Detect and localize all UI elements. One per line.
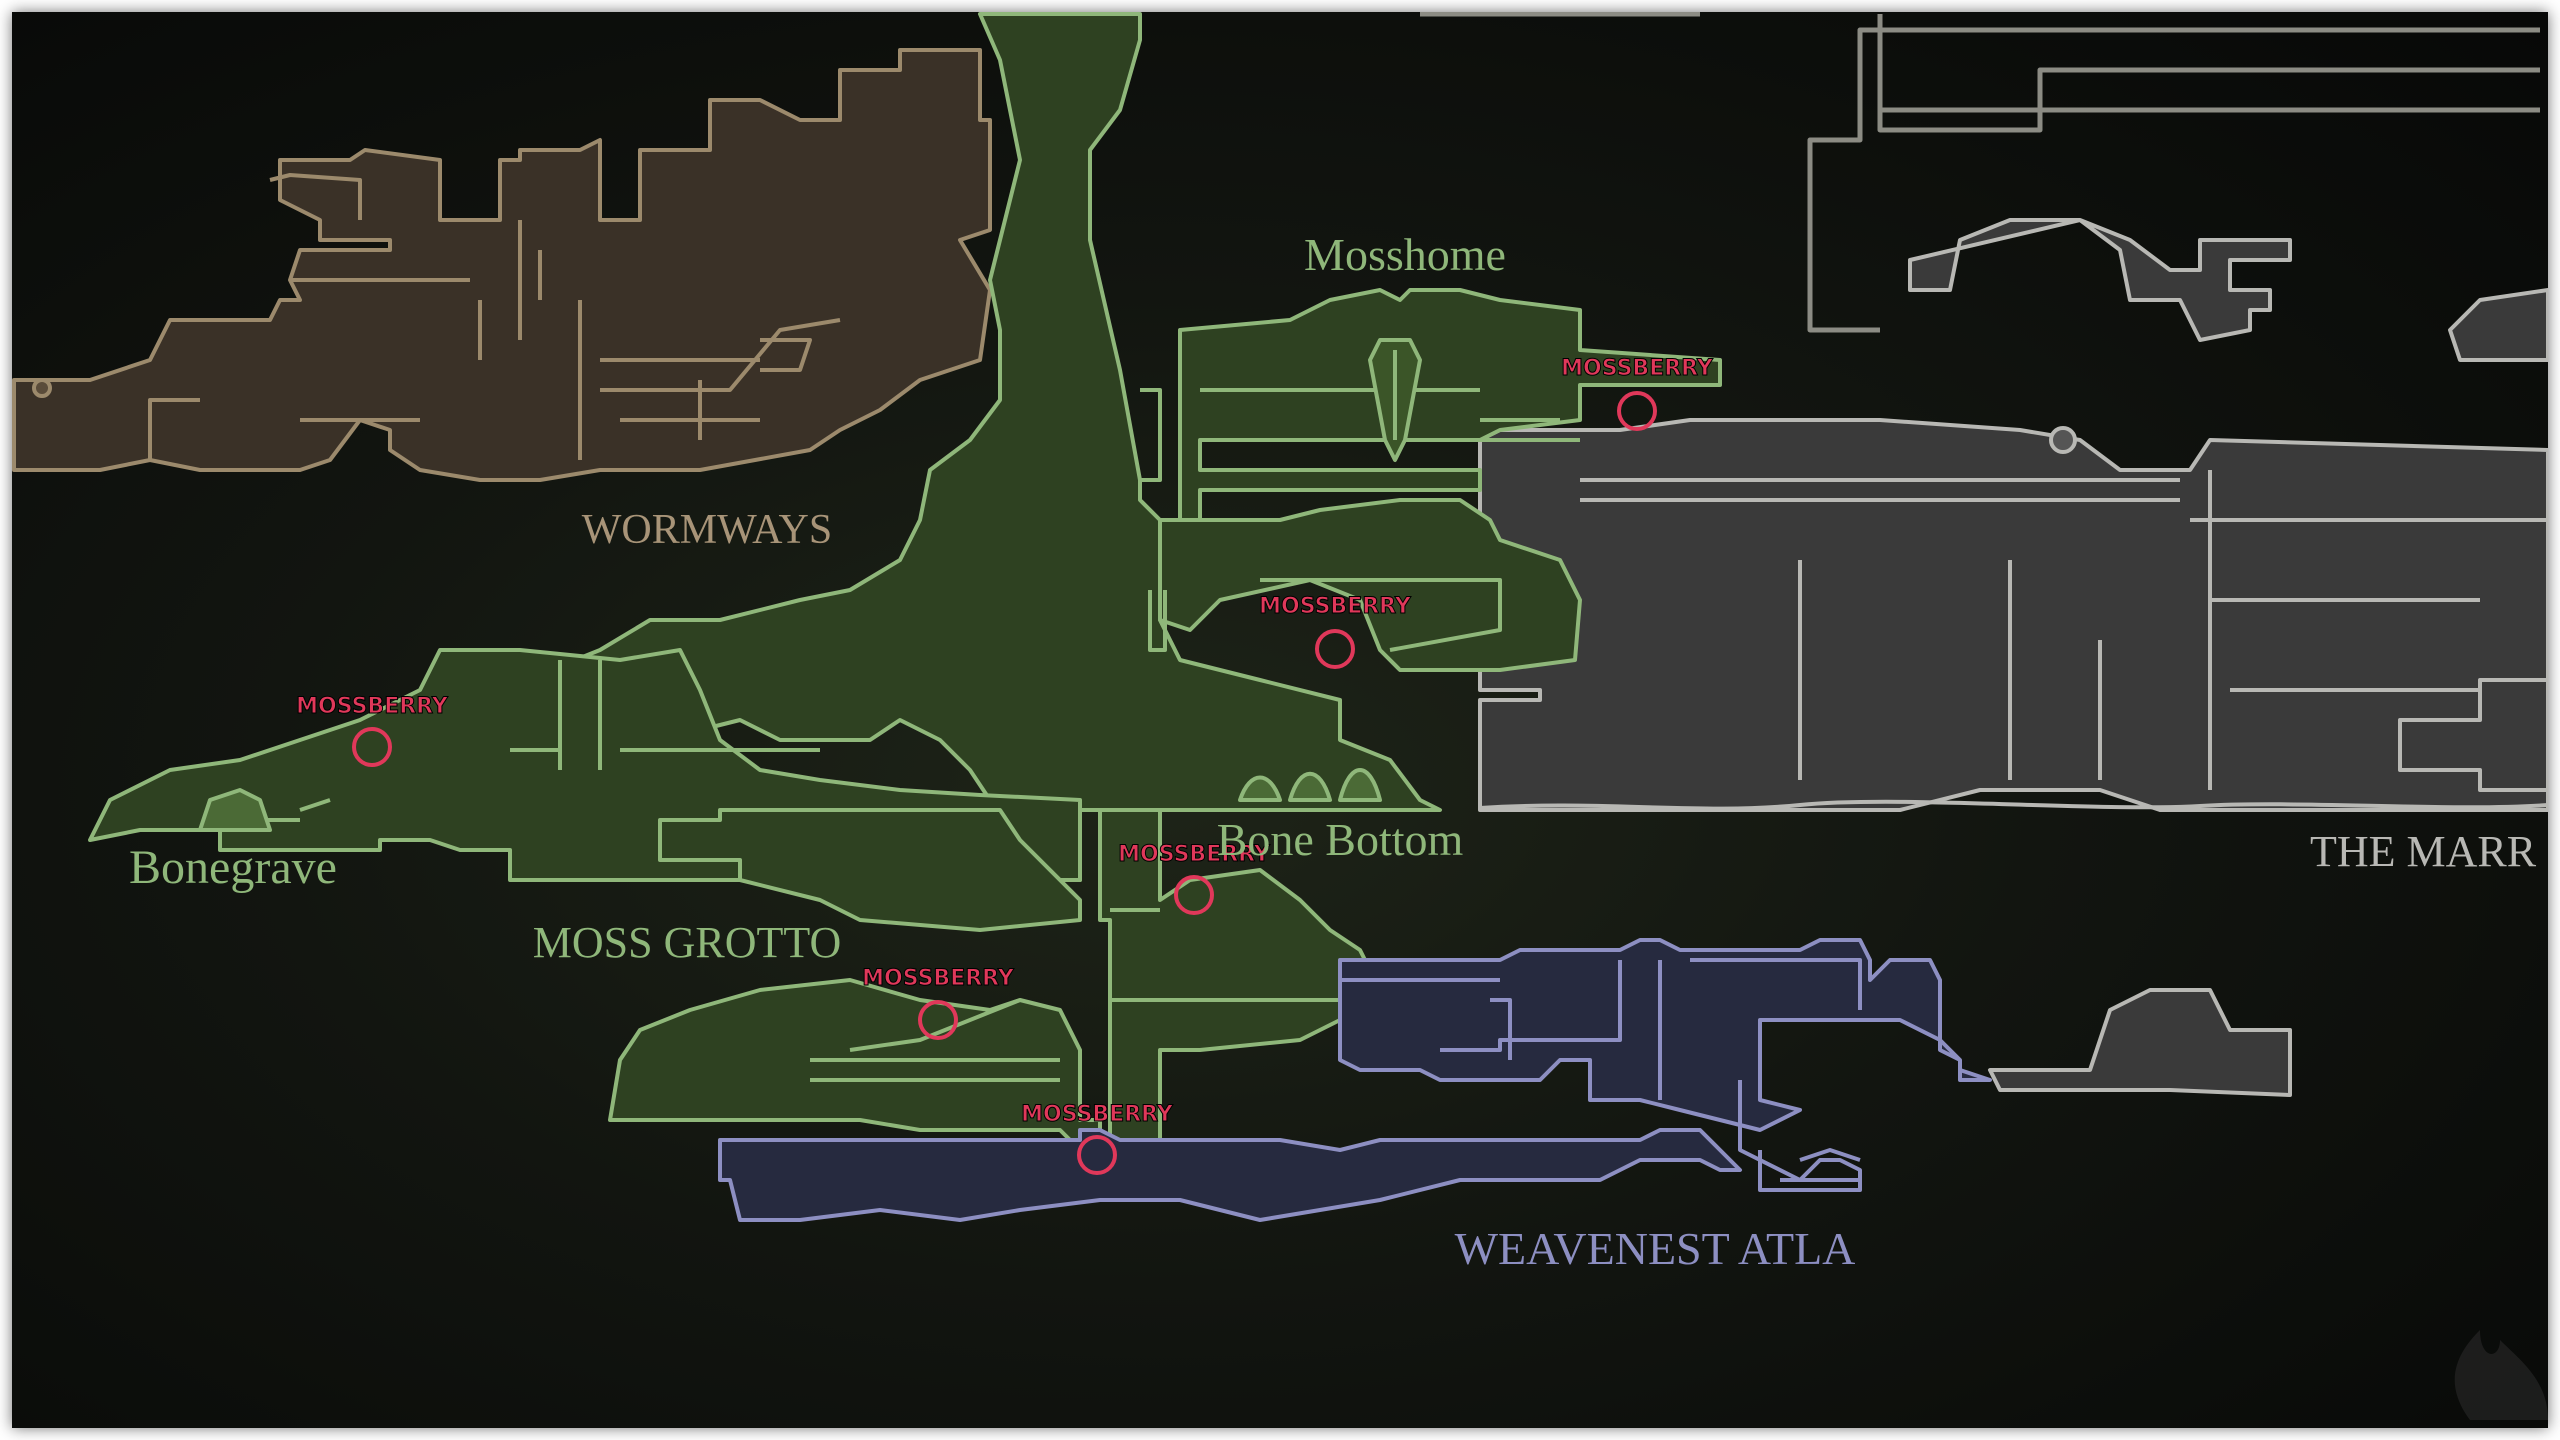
moss-mosshome-shrine-icon — [1368, 338, 1422, 462]
marker-label: MOSSBERRY — [1259, 594, 1412, 619]
marker-circle[interactable] — [1174, 875, 1214, 915]
map-canvas[interactable]: MOSSBERRY MOSSBERRY MOSSBERRY MOSSBERRY … — [12, 12, 2548, 1428]
marker-mossberry-6[interactable]: MOSSBERRY — [1021, 1102, 1174, 1175]
marker-circle[interactable] — [1315, 629, 1355, 669]
marrow-main-block — [1478, 418, 2548, 812]
region-wormways — [12, 48, 992, 482]
label-bonegrave: Bonegrave — [129, 841, 337, 894]
marker-label: MOSSBERRY — [862, 966, 1015, 991]
marrow-left-wall — [1807, 27, 1880, 333]
moss-mosshome-lines — [1140, 388, 1580, 482]
region-weavenest — [718, 938, 1992, 1222]
marker-mossberry-4[interactable]: MOSSBERRY — [1118, 842, 1271, 915]
wormways-main — [12, 48, 992, 482]
moss-grotto-lines — [810, 998, 1060, 1082]
label-bone-bottom: Bone Bottom — [1217, 814, 1464, 865]
region-marrow — [1420, 12, 2548, 1097]
wormways-left-gate-icon — [32, 378, 52, 398]
region-moss — [88, 12, 1722, 1152]
marrow-lower-room — [1988, 988, 2292, 1097]
marrow-top-frame — [1420, 12, 2540, 133]
marker-circle[interactable] — [352, 727, 392, 767]
marker-label: MOSSBERRY — [296, 694, 449, 719]
marker-circle[interactable] — [1617, 391, 1657, 431]
moss-right-chamber — [1158, 498, 1582, 672]
marrow-right-shelf — [2448, 288, 2548, 362]
label-mosshome: Mosshome — [1304, 229, 1506, 280]
moss-bone-bottom-lines — [1110, 908, 1370, 1002]
marrow-upper-chamber — [1908, 218, 2292, 342]
marker-label: MOSSBERRY — [1118, 842, 1271, 867]
marker-circle[interactable] — [1077, 1135, 1117, 1175]
marker-circle[interactable] — [918, 1000, 958, 1040]
moss-bone-bottom-huts-icon — [1238, 768, 1382, 802]
marker-mossberry-2[interactable]: MOSSBERRY — [1259, 594, 1412, 669]
wormways-top-hook — [269, 173, 362, 220]
weavenest-lower-corridor — [718, 1128, 1742, 1222]
weavenest-upper-corridor — [1338, 938, 1992, 1132]
marker-mossberry-3[interactable]: MOSSBERRY — [296, 694, 449, 767]
moss-grotto-platforms — [658, 808, 1082, 932]
map-view[interactable]: MOSSBERRY MOSSBERRY MOSSBERRY MOSSBERRY … — [12, 12, 2548, 1428]
marker-label: MOSSBERRY — [1021, 1102, 1174, 1127]
moss-mosshome-chamber — [1178, 288, 1722, 542]
moss-bonegrave-lines — [220, 660, 820, 822]
marrow-floor-wave — [1479, 799, 2548, 811]
label-weavenest-atla: WEAVENEST ATLA — [1455, 1223, 1856, 1274]
label-moss-grotto: MOSS GROTTO — [533, 918, 841, 967]
label-the-marrow: THE MARR — [2310, 827, 2537, 876]
marker-label: MOSSBERRY — [1561, 356, 1714, 381]
wormways-inner-lines — [148, 220, 841, 460]
moss-right-chamber-lines — [1148, 578, 1502, 652]
weavenest-tail — [1758, 1150, 1862, 1192]
marrow-bench-icon — [2049, 426, 2077, 454]
marker-mossberry-1[interactable]: MOSSBERRY — [1561, 356, 1714, 431]
flame-watermark-icon — [2454, 1330, 2548, 1420]
weavenest-inner-lines — [1340, 958, 1862, 1182]
marker-mossberry-5[interactable]: MOSSBERRY — [862, 966, 1015, 1040]
moss-grotto-area — [608, 978, 1102, 1152]
moss-bonegrave-hut-icon — [198, 788, 272, 832]
label-wormways: WORMWAYS — [582, 507, 832, 553]
marrow-inner-passages — [1580, 470, 2548, 790]
